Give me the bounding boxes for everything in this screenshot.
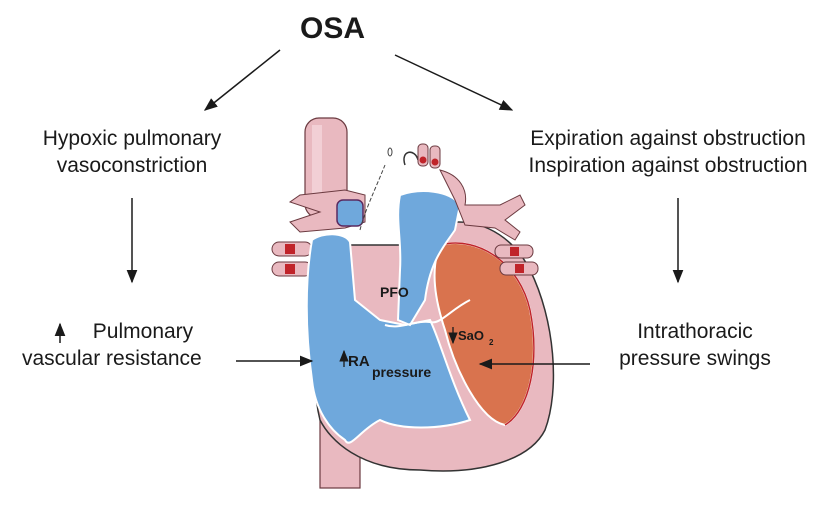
sao2-label: SaO 2 [448, 327, 494, 347]
cause-line-1: Hypoxic pulmonary [42, 127, 222, 150]
hypoxic-vasoconstriction-label: Hypoxic pulmonary vasoconstriction [22, 125, 242, 179]
osa-title: OSA [300, 12, 366, 45]
arrow-osa-to-left [203, 49, 281, 111]
intrathoracic-line-2: pressure swings [619, 347, 771, 370]
resistance-line-1: Pulmonary [92, 320, 194, 343]
pulmonary-veins-right [494, 244, 539, 276]
aortic-arch [439, 169, 526, 241]
intrathoracic-line-1: Intrathoracic [637, 320, 753, 343]
sao2-text: SaO [458, 328, 484, 343]
obstruction-label: Expiration against obstruction Inspirati… [488, 125, 840, 179]
ra-text: RA [348, 353, 370, 370]
right-atrium-ventricle [305, 233, 472, 444]
pulmonary-trunk [396, 190, 462, 327]
heart-illustration: PFO SaO 2 RA pressure [271, 117, 555, 489]
intrathoracic-pressure-label: Intrathoracic pressure swings [590, 318, 800, 372]
ra-subscript: pressure [372, 364, 431, 380]
pulmonary-veins-left [271, 241, 313, 277]
inspiration-line: Inspiration against obstruction [528, 154, 808, 177]
ra-pressure-label: RA pressure [339, 349, 431, 380]
pulmonary-resistance-label: Pulmonary vascular resistance [22, 318, 242, 372]
expiration-line: Expiration against obstruction [530, 127, 806, 150]
cause-line-2: vasoconstriction [56, 154, 208, 177]
arrow-osa-to-right [394, 54, 514, 111]
pfo-label: PFO [380, 284, 409, 300]
sao2-subscript: 2 [489, 338, 494, 347]
great-vessel-branches [359, 143, 441, 231]
resistance-line-2: vascular resistance [22, 347, 202, 370]
septum [384, 299, 471, 328]
